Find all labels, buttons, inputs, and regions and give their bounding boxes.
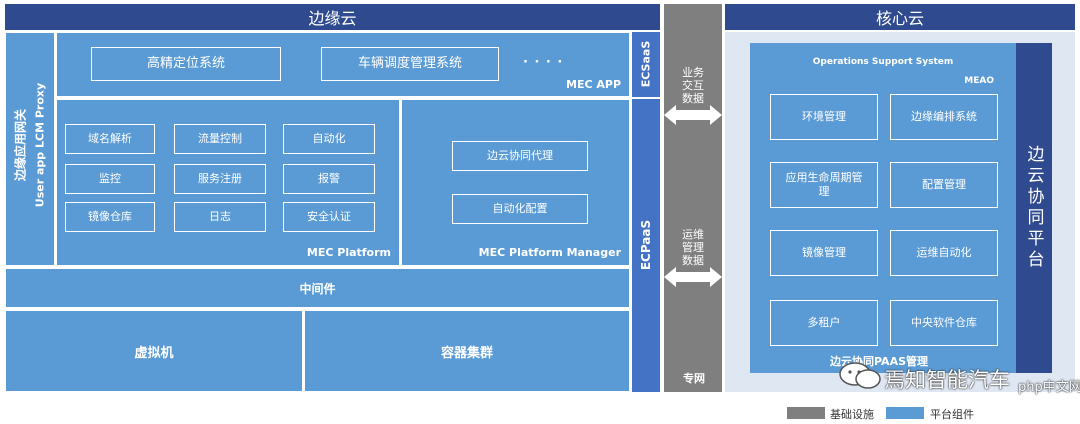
- middleware-label: 中间件: [299, 281, 336, 296]
- traffic-control: 流量控制: [174, 124, 266, 154]
- env-management: 环境管理: [770, 94, 878, 140]
- hd-positioning-system: 高精定位系统: [91, 47, 281, 81]
- ops-data-arrow-icon: [664, 267, 722, 287]
- dns-resolution: 域名解析: [65, 124, 155, 154]
- ecpaas-label: ECPaaS: [639, 219, 653, 271]
- edge-orchestration: 边缘编排系统: [890, 94, 998, 140]
- core-cloud-title: 核心云: [725, 4, 1075, 30]
- mec-app-panel: 高精定位系统 车辆调度管理系统 · · · · MEC APP: [56, 32, 630, 97]
- oss-panel: Operations Support System MEAO 环境管理 边缘编排…: [750, 43, 1016, 373]
- mec-platform-panel: 域名解析 流量控制 自动化 监控 服务注册 报警 镜像仓库 日志 安全认证 ME…: [56, 99, 400, 266]
- oss-label: Operations Support System: [812, 57, 954, 67]
- mec-platform-label: MEC Platform: [306, 246, 391, 259]
- vm-label: 虚拟机: [134, 345, 174, 361]
- middleware-layer: 中间件: [5, 268, 630, 308]
- edge-gateway-label: 边缘应用网关: [13, 108, 28, 182]
- monitoring: 监控: [65, 164, 155, 194]
- legend-label-platform: 平台组件: [930, 408, 974, 421]
- config-management: 配置管理: [890, 162, 998, 208]
- automation: 自动化: [283, 124, 375, 154]
- logging: 日志: [174, 202, 266, 232]
- ops-automation: 运维自动化: [890, 230, 998, 276]
- mec-app-ellipsis: · · · ·: [523, 55, 564, 70]
- legend-swatch-platform: [886, 407, 924, 419]
- ecpaas-bar: ECPaaS: [632, 99, 660, 392]
- edge-app-gateway-panel: 边缘应用网关 User app LCM Proxy: [5, 32, 55, 266]
- ops-data-label: 运维 管理 数据: [682, 228, 704, 267]
- meao-label: MEAO: [964, 76, 994, 86]
- multi-tenant: 多租户: [770, 300, 878, 346]
- business-data-label: 业务 交互 数据: [682, 66, 704, 105]
- edge-cloud-platform-bar: 边云协同平台: [1016, 43, 1052, 373]
- ecsaas-label: ECSaaS: [639, 40, 653, 88]
- ecsaas-bar: ECSaaS: [632, 32, 660, 97]
- service-registry: 服务注册: [174, 164, 266, 194]
- container-layer: 容器集群: [304, 310, 630, 392]
- mec-app-label: MEC APP: [566, 78, 621, 91]
- wechat-icon: [839, 362, 881, 389]
- auto-config: 自动化配置: [452, 194, 588, 224]
- edge-cloud-agent: 边云协同代理: [452, 141, 588, 171]
- edge-cloud-platform-label: 边云协同平台: [1023, 145, 1044, 271]
- app-lifecycle-management: 应用生命周期管理: [770, 162, 878, 208]
- central-software-repo: 中央软件仓库: [890, 300, 998, 346]
- vehicle-dispatch-system: 车辆调度管理系统: [321, 47, 499, 81]
- mec-platform-manager-label: MEC Platform Manager: [478, 246, 621, 259]
- legend-swatch-infrastructure: [787, 407, 825, 419]
- private-network-label: 专网: [683, 372, 705, 385]
- image-registry: 镜像仓库: [65, 202, 155, 232]
- private-network-column: [664, 4, 722, 392]
- mec-platform-manager-panel: 边云协同代理 自动化配置 MEC Platform Manager: [401, 99, 630, 266]
- image-management: 镜像管理: [770, 230, 878, 276]
- vm-layer: 虚拟机: [5, 310, 303, 392]
- watermark-text: 焉知智能汽车: [884, 368, 1010, 392]
- container-label: 容器集群: [440, 345, 493, 361]
- watermark-site: php中文网: [1018, 380, 1080, 395]
- lcm-proxy-label: User app LCM Proxy: [33, 82, 47, 208]
- edge-cloud-title: 边缘云: [5, 4, 660, 30]
- alarm: 报警: [283, 164, 375, 194]
- security-auth: 安全认证: [283, 202, 375, 232]
- legend-label-infrastructure: 基础设施: [830, 408, 874, 421]
- business-data-arrow-icon: [664, 105, 722, 125]
